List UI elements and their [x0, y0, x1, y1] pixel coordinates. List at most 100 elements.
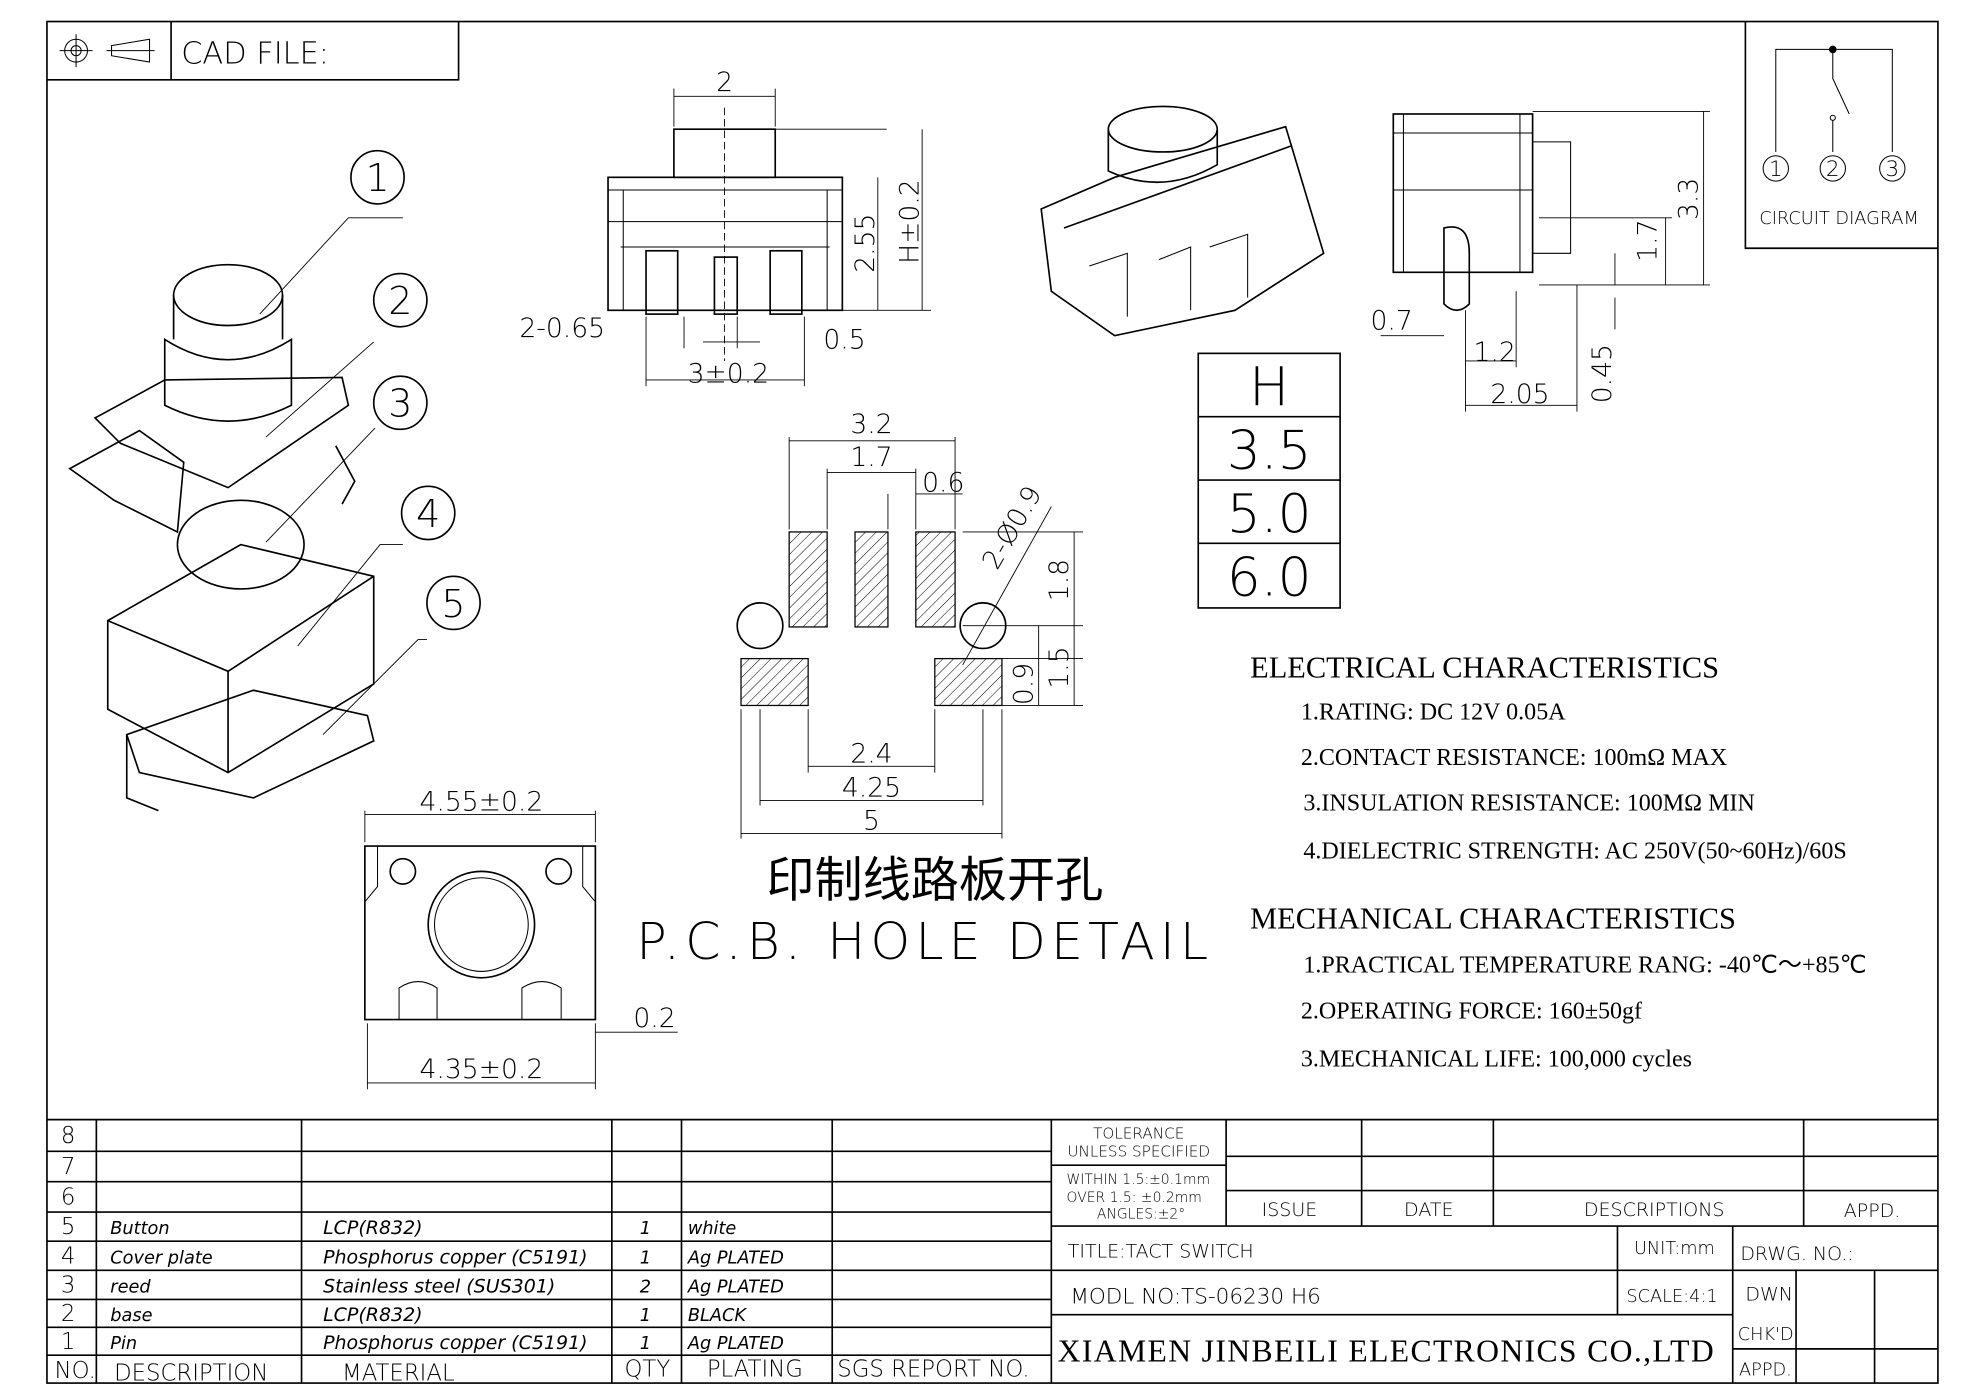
dim-pcb-06: 0.6 [922, 467, 964, 498]
bom-qty: 1 [640, 1219, 651, 1239]
issue-header: ISSUE [1262, 1199, 1318, 1221]
bom-description: Cover plate [110, 1248, 212, 1268]
balloon-5: 5 [441, 582, 465, 626]
dim-pcb-09: 0.9 [1008, 663, 1039, 705]
crosshair-icon [59, 34, 93, 68]
exploded-view: 1 2 3 4 5 [68, 149, 481, 812]
circuit-pin-1: 1 [1769, 157, 1783, 182]
bom-header-qty: QTY [625, 1357, 671, 1383]
dim-top-width: 4.55±0.2 [420, 787, 544, 818]
bom-material: LCP(R832) [323, 1304, 423, 1326]
date-header: DATE [1404, 1199, 1453, 1221]
electrical-item: 3.INSULATION RESISTANCE: 100MΩ MIN [1303, 791, 1754, 817]
bom-row: 6 [61, 1184, 76, 1210]
dim-pcb-32: 3.2 [850, 409, 892, 440]
tolerance-angles: ANGLES:±2° [1097, 1206, 1185, 1222]
electrical-item: 1.RATING: DC 12V 0.05A [1301, 699, 1566, 725]
bom-no: 1 [61, 1329, 76, 1355]
cad-file-box: CAD FILE: [46, 21, 460, 81]
tolerance-over: OVER 1.5: ±0.2mm [1067, 1190, 1202, 1206]
bom-no: 3 [61, 1273, 76, 1299]
bom-header-description: DESCRIPTION [114, 1361, 268, 1387]
bom-no: 8 [61, 1123, 76, 1149]
dim-offset: 0.2 [633, 1003, 675, 1034]
side-view: 3.3 1.7 0.7 1.2 2.05 0.45 [1370, 111, 1710, 412]
dim-pin-gap: 0.5 [823, 324, 865, 355]
drawing-number-label: DRWG. NO.: [1740, 1243, 1853, 1265]
bom-no: 5 [61, 1214, 76, 1240]
dim-pin-span: 3±0.2 [688, 358, 769, 389]
dim-pcb-hole-dia: 2-Ø0.9 [976, 481, 1048, 575]
unit-label: UNIT:mm [1634, 1239, 1715, 1259]
model-number: MODL NO:TS-06230 H6 [1070, 1284, 1321, 1309]
dim-pin-width: 2-0.65 [519, 313, 605, 344]
bom-plating: Ag PLATED [687, 1278, 784, 1298]
pcb-title-english: P.C.B. HOLE DETAIL [636, 912, 1213, 971]
height-value: 3.5 [1227, 420, 1312, 482]
circuit-pin-3: 3 [1885, 157, 1899, 182]
mechanical-item: 1.PRACTICAL TEMPERATURE RANG: -40℃～+85℃ [1303, 953, 1866, 979]
dim-pcb-17: 1.7 [850, 442, 892, 473]
pcb-title-chinese: 印制线路板开孔 [766, 855, 1103, 908]
electrical-title: ELECTRICAL CHARACTERISTICS [1250, 651, 1719, 685]
appd-header: APPD. [1844, 1200, 1901, 1222]
dim-pcb-18: 1.8 [1044, 559, 1075, 601]
bom-qty: 2 [640, 1278, 651, 1298]
circuit-diagram-label: CIRCUIT DIAGRAM [1759, 209, 1918, 229]
circuit-pin-2: 2 [1826, 157, 1840, 182]
mechanical-title: MECHANICAL CHARACTERISTICS [1250, 901, 1736, 935]
dim-bottom-width: 4.35±0.2 [420, 1054, 544, 1085]
mechanical-item: 3.MECHANICAL LIFE: 100,000 cycles [1301, 1046, 1692, 1072]
bom-material: Phosphorus copper (C5191) [323, 1332, 588, 1354]
cad-file-label: CAD FILE: [181, 36, 329, 71]
scale-label: SCALE:4:1 [1626, 1287, 1717, 1307]
bom-header-plating: PLATING [707, 1357, 803, 1383]
company-name: XIAMEN JINBEILI ELECTRONICS CO.,LTD [1058, 1334, 1714, 1369]
dim-side-total: 3.3 [1673, 178, 1704, 220]
balloon-4: 4 [416, 492, 440, 536]
balloon-2: 2 [388, 279, 412, 323]
dim-side-body: 1.7 [1633, 220, 1664, 262]
balloon-3: 3 [388, 382, 412, 426]
dim-total-height: H±0.2 [894, 179, 925, 264]
tolerance-label: TOLERANCE [1093, 1125, 1184, 1143]
bom-plating: Ag PLATED [687, 1248, 784, 1268]
isometric-view [1040, 105, 1325, 337]
bom-qty: 1 [640, 1306, 651, 1326]
dim-pcb-425: 4.25 [842, 773, 901, 804]
electrical-item: 4.DIELECTRIC STRENGTH: AC 250V(50~60Hz)/… [1303, 839, 1846, 865]
dim-side-07: 0.7 [1370, 305, 1412, 336]
projection-icon [106, 38, 155, 63]
dim-side-045: 0.45 [1587, 344, 1618, 403]
drawn-by-label: DWN [1745, 1284, 1793, 1306]
height-value: 6.0 [1227, 546, 1312, 608]
dim-body-height: 2.55 [850, 214, 881, 273]
dim-side-205: 2.05 [1490, 379, 1549, 410]
dim-pcb-5: 5 [863, 806, 880, 837]
balloon-1: 1 [365, 156, 389, 200]
tolerance-label-2: UNLESS SPECIFIED [1067, 1142, 1210, 1160]
bom-plating: BLACK [688, 1306, 748, 1326]
drawing-title: TITLE:TACT SWITCH [1068, 1241, 1254, 1263]
height-header: H [1249, 356, 1289, 418]
dim-pcb-24: 2.4 [850, 738, 892, 769]
bom-material: Stainless steel (SUS301) [323, 1276, 555, 1298]
top-view: 4.55±0.2 4.35±0.2 0.2 [364, 787, 678, 1090]
bom-no: 7 [61, 1154, 76, 1180]
mechanical-item: 2.OPERATING FORCE: 160±50gf [1301, 998, 1642, 1024]
dim-pcb-15: 1.5 [1044, 646, 1075, 688]
checked-label: CHK'D [1738, 1325, 1794, 1345]
bom-header-material: MATERIAL [342, 1361, 455, 1387]
pcb-hole-detail: 3.2 1.7 0.6 2-Ø0.9 1.8 1.5 0.9 2.4 4.25 … [636, 409, 1213, 971]
height-value: 5.0 [1227, 483, 1312, 545]
bom-row: 7 [61, 1154, 76, 1180]
bom-material: LCP(R832) [323, 1217, 423, 1239]
approved-label: APPD. [1739, 1360, 1792, 1380]
